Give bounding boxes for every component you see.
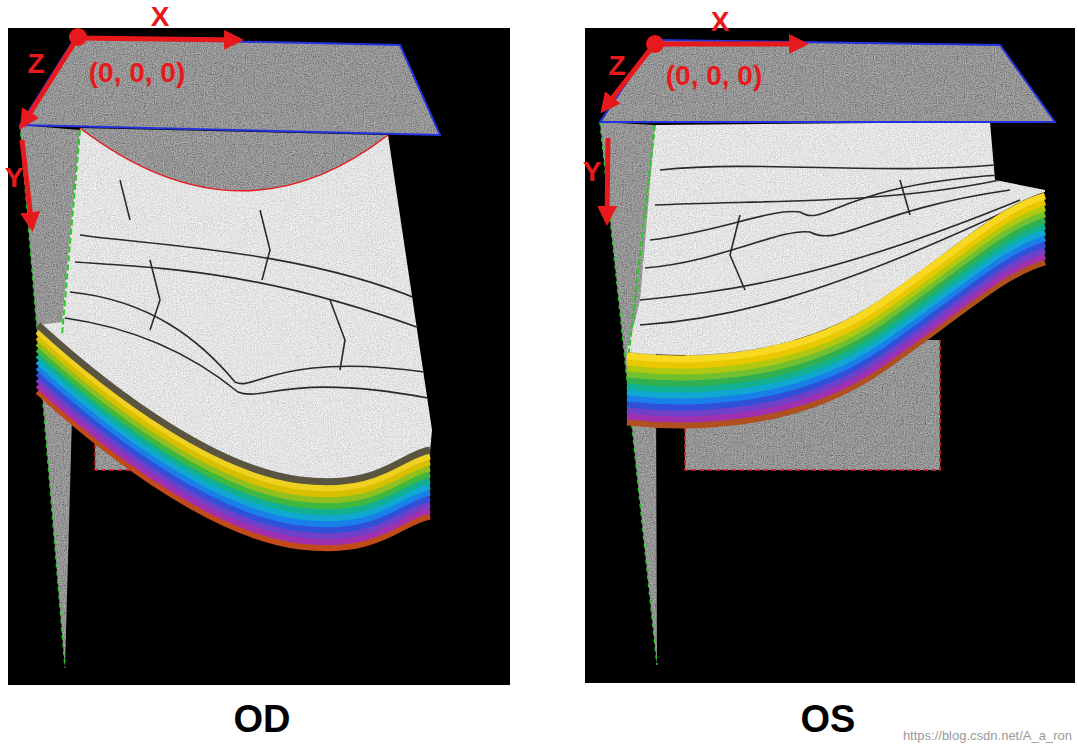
origin-dot — [69, 28, 87, 46]
axis-label: Z — [27, 49, 44, 80]
origin-label: (0, 0, 0) — [89, 58, 185, 89]
od-retinal-layers — [38, 325, 430, 548]
watermark: https://blog.csdn.net/A_a_ron — [903, 729, 1072, 743]
axis-label: X — [151, 2, 170, 33]
origin-dot — [646, 35, 664, 53]
axes — [22, 38, 805, 228]
origin-label: (0, 0, 0) — [666, 61, 762, 92]
eye-label: OS — [801, 699, 856, 741]
axis-label: Y — [5, 163, 24, 194]
axis-label: Z — [608, 51, 625, 82]
axis-label: Y — [583, 157, 602, 188]
eye-label: OD — [234, 699, 291, 741]
os-retinal-layers — [627, 196, 1045, 425]
axis-label: X — [711, 7, 730, 38]
